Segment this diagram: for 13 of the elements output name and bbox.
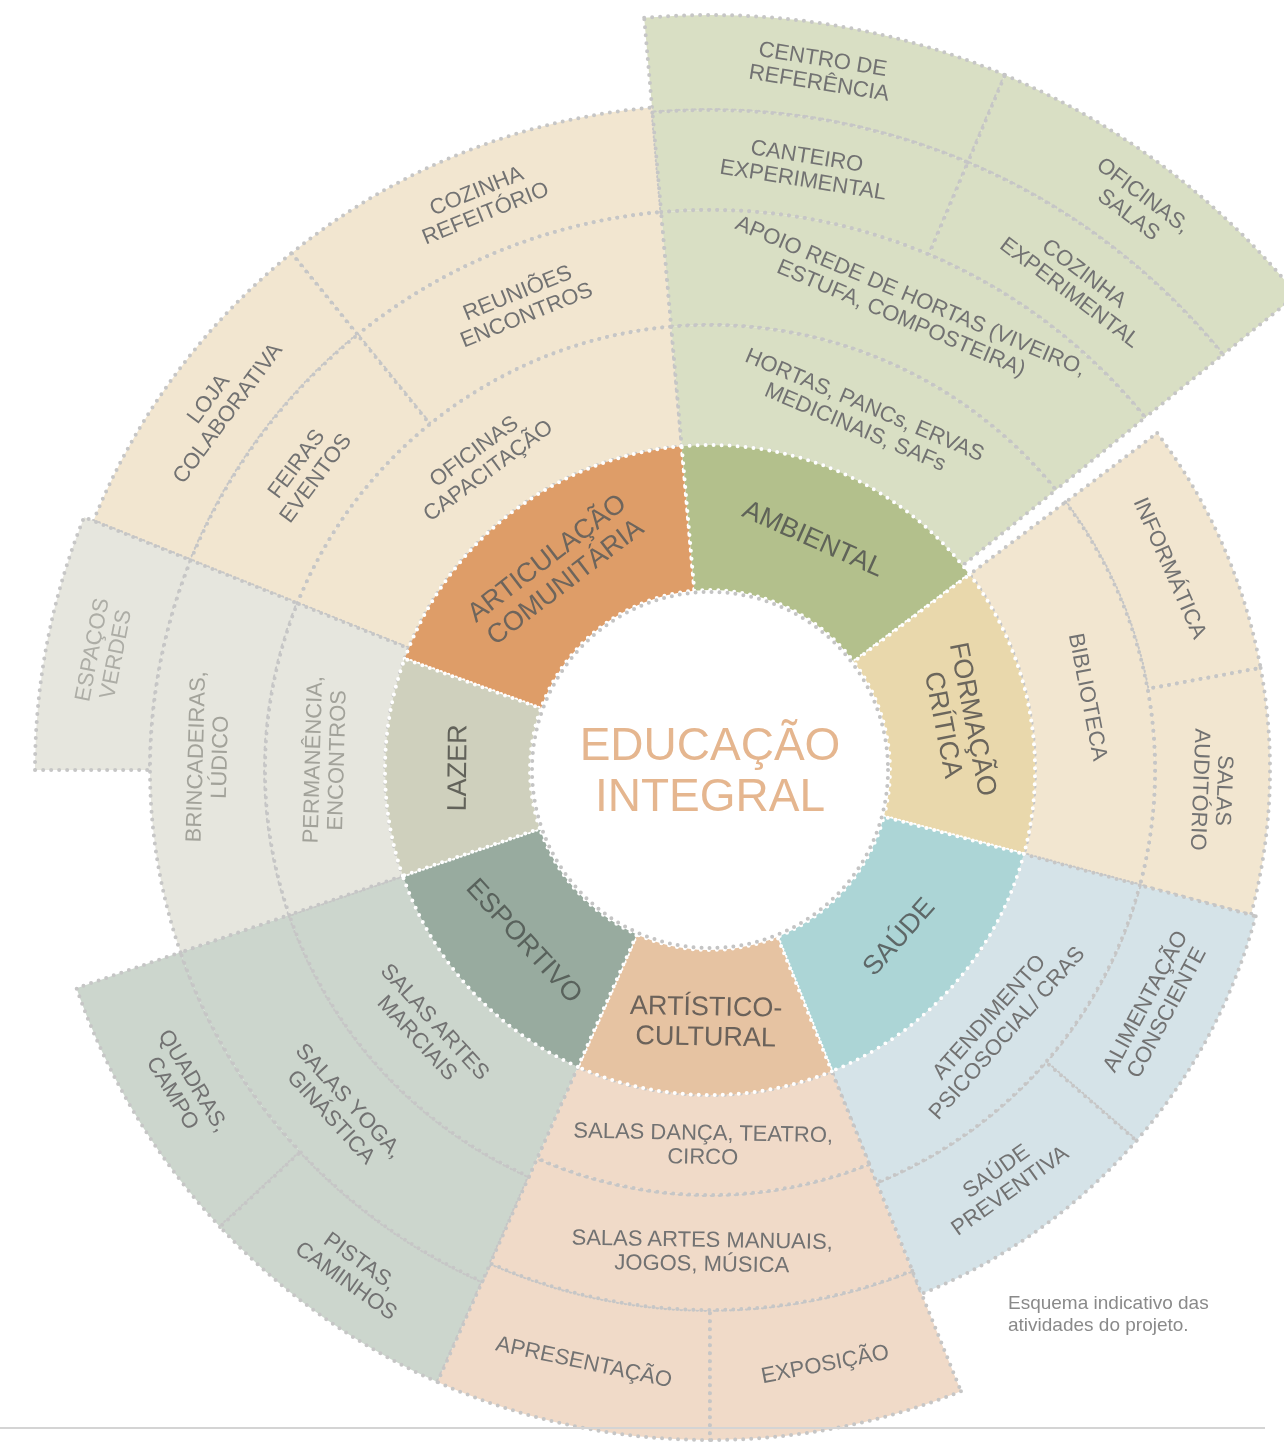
- activity-label: SALAS ARTES MANUAIS, JOGOS, MÚSICA: [570, 1225, 834, 1280]
- activity-label: SALAS DANÇA, TEATRO, CIRCO: [572, 1118, 835, 1172]
- activity-sector: [148, 558, 300, 955]
- activity-label: BRINCADEIRAS, LÚDICO: [180, 669, 234, 845]
- category-label: LAZER: [442, 723, 473, 814]
- center-title: EDUCAÇÃO INTEGRAL: [578, 719, 842, 821]
- caption: Esquema indicativo das atividades do projeto.: [1008, 1292, 1210, 1336]
- activity-label: PERMANÊNCIA, ENCONTROS: [298, 674, 352, 846]
- activity-sector: [263, 601, 411, 917]
- category-sector: [383, 656, 543, 878]
- category-label: ARTÍSTICO-CULTURAL: [628, 991, 784, 1054]
- activity-label: ESPAÇOS VERDES: [68, 594, 138, 706]
- activity-label: SALAS AUDITÓRIO: [1185, 726, 1240, 853]
